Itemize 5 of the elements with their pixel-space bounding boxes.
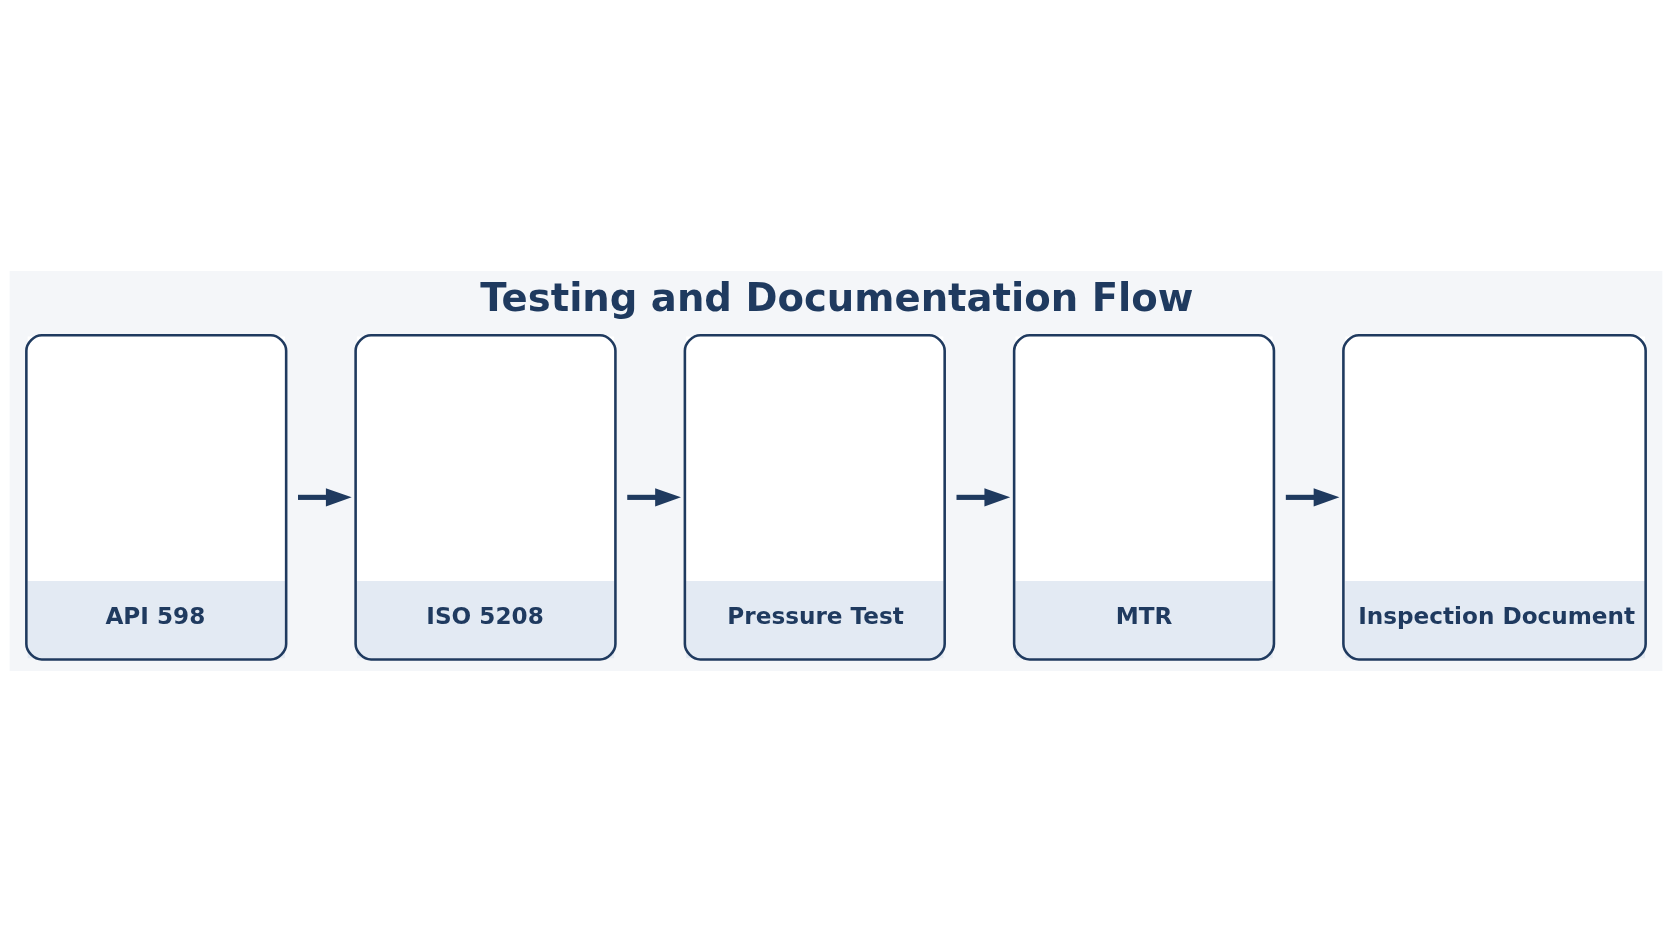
arrow	[298, 487, 352, 506]
arrow	[627, 487, 681, 506]
arrow	[956, 487, 1011, 506]
arrow	[1285, 487, 1340, 506]
diagram-title: Testing and Documentation Flow	[480, 274, 1194, 320]
